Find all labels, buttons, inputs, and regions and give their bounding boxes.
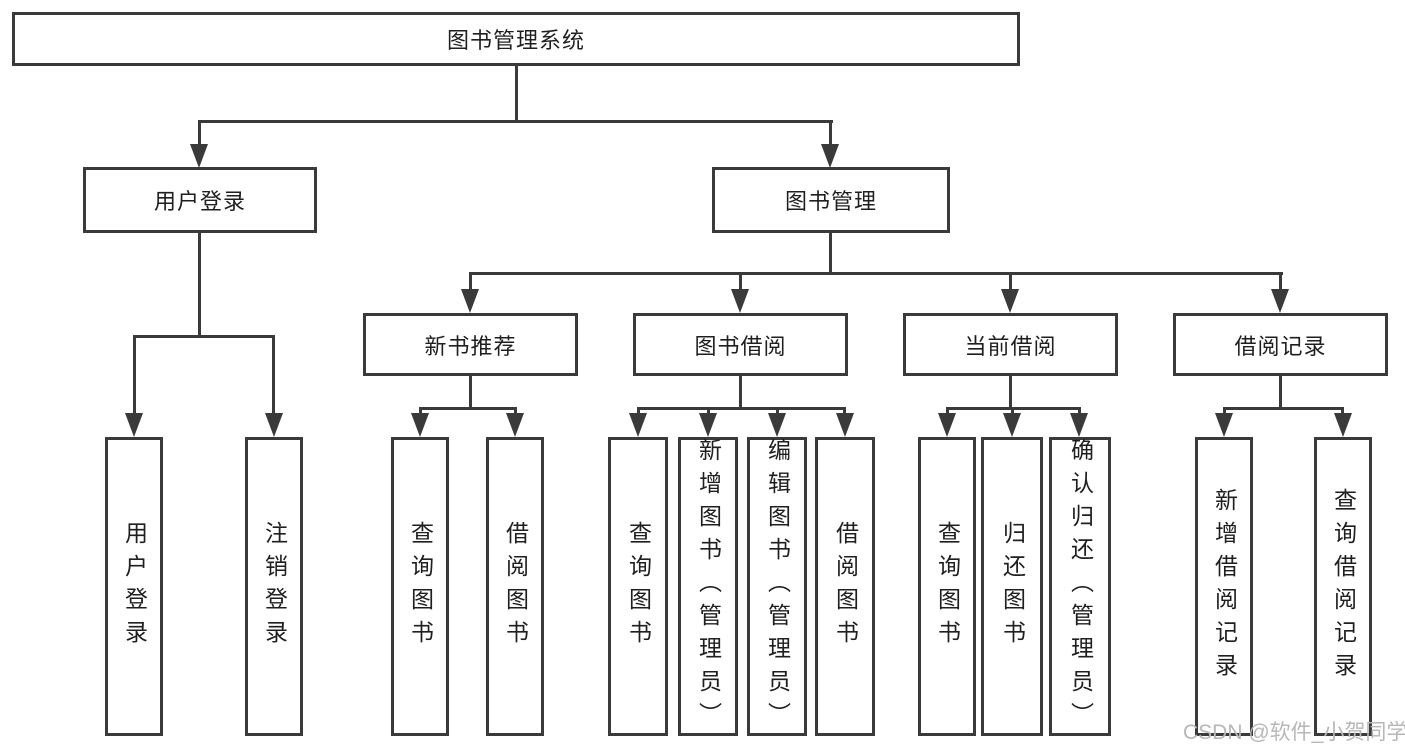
arrow-down (821, 144, 839, 168)
node-book-management-label: 图书管理 (784, 189, 877, 214)
arrow-down (768, 413, 786, 437)
connector-line (1009, 272, 1012, 294)
connector-line (469, 272, 1283, 275)
arrow-down (629, 413, 647, 437)
arrow-down (461, 289, 479, 313)
connector-line (1279, 374, 1282, 410)
leaf-user-login-label: 用户登录 (121, 520, 148, 653)
leaf-return-books-label: 归还图书 (999, 520, 1026, 653)
node-borrow-records-label: 借阅记录 (1234, 333, 1327, 359)
node-book-borrow: 图书借阅 (633, 313, 848, 376)
leaf-query-books-borrow-label: 查询图书 (625, 520, 652, 653)
arrow-down (1271, 289, 1289, 313)
leaf-logout: 注销登录 (245, 437, 303, 736)
leaf-query-books-borrow: 查询图书 (608, 437, 668, 736)
connector-line (469, 272, 472, 294)
arrow-down (1070, 413, 1088, 437)
leaf-logout-label: 注销登录 (261, 520, 288, 653)
connector-line (829, 120, 832, 150)
connector-line (469, 374, 472, 410)
connector-line (515, 64, 518, 122)
leaf-query-borrow-record-label: 查询借阅记录 (1330, 487, 1357, 686)
node-borrow-records: 借阅记录 (1173, 313, 1388, 376)
leaf-query-books-current: 查询图书 (918, 437, 976, 736)
leaf-query-books-recommend: 查询图书 (391, 437, 449, 736)
node-root: 图书管理系统 (12, 12, 1020, 66)
leaf-confirm-return-admin: 确认归还（管理员） (1049, 437, 1111, 736)
node-new-book-recommend: 新书推荐 (363, 313, 578, 376)
arrow-down (1003, 413, 1021, 437)
arrow-down (938, 413, 956, 437)
leaf-borrow-books: 借阅图书 (815, 437, 875, 736)
leaf-return-books: 归还图书 (981, 437, 1043, 736)
arrow-down (836, 413, 854, 437)
arrow-down (190, 144, 208, 168)
leaf-query-books-recommend-label: 查询图书 (407, 520, 434, 653)
node-new-book-recommend-label: 新书推荐 (424, 333, 517, 359)
connector-line (829, 232, 832, 275)
leaf-user-login: 用户登录 (105, 437, 163, 736)
connector-line (133, 335, 136, 417)
connector-line (1223, 407, 1344, 410)
connector-line (637, 407, 846, 410)
leaf-edit-book-admin: 编辑图书（管理员） (747, 437, 807, 736)
connector-line (272, 335, 275, 417)
connector-line (133, 335, 275, 338)
arrow-down (1001, 289, 1019, 313)
leaf-query-books-current-label: 查询图书 (934, 520, 961, 653)
leaf-confirm-return-admin-label: 确认归还（管理员） (1067, 438, 1094, 735)
arrow-down (506, 413, 524, 437)
leaf-add-borrow-record-label: 新增借阅记录 (1211, 487, 1238, 686)
connector-line (198, 232, 201, 338)
connector-line (198, 120, 201, 150)
connector-line (739, 374, 742, 410)
connector-line (419, 407, 517, 410)
node-book-borrow-label: 图书借阅 (694, 333, 787, 359)
watermark: CSDN @软件_小贺同学 (1183, 721, 1405, 744)
leaf-query-borrow-record: 查询借阅记录 (1314, 437, 1372, 736)
leaf-add-book-admin-label: 新增图书（管理员） (695, 438, 722, 735)
node-current-borrow-label: 当前借阅 (964, 333, 1057, 359)
arrow-down (125, 413, 143, 437)
leaf-borrow-books-label: 借阅图书 (832, 520, 859, 653)
leaf-borrow-books-recommend: 借阅图书 (486, 437, 544, 736)
leaf-edit-book-admin-label: 编辑图书（管理员） (764, 438, 791, 735)
leaf-add-book-admin: 新增图书（管理员） (678, 437, 738, 736)
arrow-down (731, 289, 749, 313)
arrow-down (411, 413, 429, 437)
node-user-login-label: 用户登录 (153, 189, 246, 214)
node-book-management: 图书管理 (712, 167, 950, 233)
arrow-down (699, 413, 717, 437)
arrow-down (265, 413, 283, 437)
arrow-down (1334, 413, 1352, 437)
node-current-borrow: 当前借阅 (903, 313, 1118, 376)
leaf-add-borrow-record: 新增借阅记录 (1195, 437, 1253, 736)
connector-line (198, 120, 833, 123)
connector-line (739, 272, 742, 294)
connector-line (1009, 374, 1012, 410)
arrow-down (1215, 413, 1233, 437)
node-root-label: 图书管理系统 (446, 28, 585, 53)
leaf-borrow-books-recommend-label: 借阅图书 (502, 520, 529, 653)
connector-line (1279, 272, 1282, 294)
node-user-login: 用户登录 (83, 167, 317, 233)
